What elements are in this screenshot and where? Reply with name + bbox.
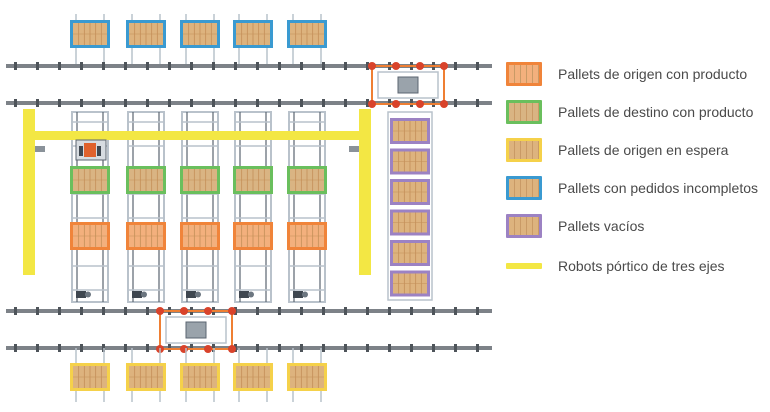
pallet-source-with-product [126, 222, 166, 250]
rack-column [234, 111, 272, 303]
empty-pallet-stack [387, 111, 433, 301]
transfer-carriage-top [368, 62, 448, 108]
pallet-source-waiting [233, 363, 273, 391]
pallet-source-with-product [70, 222, 110, 250]
pallet-destination-with-product [233, 166, 273, 194]
legend-item-source-with-product: Pallets de origen con producto [506, 60, 747, 88]
legend-label: Pallets de origen en espera [558, 142, 729, 158]
pallet-source-with-product [287, 222, 327, 250]
rack-motor [186, 291, 201, 298]
pallet-source-waiting [70, 363, 110, 391]
legend-pallet-swatch [506, 62, 542, 86]
legend-item-incomplete-orders: Pallets con pedidos incompletos [506, 174, 758, 202]
pallet-source-with-product [233, 222, 273, 250]
rail-track [6, 344, 492, 352]
legend-pallet-swatch [506, 100, 542, 124]
gantry-picking-head [75, 139, 107, 161]
legend-label: Pallets vacíos [558, 218, 645, 234]
rail-track [6, 307, 492, 315]
rack-column [288, 111, 326, 303]
legend-item-source-waiting: Pallets de origen en espera [506, 136, 728, 164]
legend-item-empty: Pallets vacíos [506, 212, 644, 240]
legend-pallet-swatch [506, 176, 542, 200]
pallet-empty [390, 270, 430, 297]
pallet-empty [390, 179, 430, 205]
pallet-incomplete-orders [233, 20, 273, 48]
rack-motor [293, 291, 308, 298]
pallet-destination-with-product [70, 166, 110, 194]
legend-label: Pallets de destino con producto [558, 104, 754, 120]
gantry-robot [23, 109, 371, 275]
pallet-empty [390, 209, 430, 236]
legend-label: Pallets de origen con producto [558, 66, 748, 82]
pallet-empty [390, 240, 430, 266]
legend-pallet-swatch [506, 138, 542, 162]
pallet-incomplete-orders [70, 20, 110, 48]
pallet-incomplete-orders [126, 20, 166, 48]
pallet-source-waiting [287, 363, 327, 391]
rack-motor [76, 291, 91, 298]
pallet-incomplete-orders [287, 20, 327, 48]
legend-item-dest-with-product: Pallets de destino con producto [506, 98, 753, 126]
pallet-source-waiting [126, 363, 166, 391]
pallet-source-with-product [180, 222, 220, 250]
pallet-incomplete-orders [180, 20, 220, 48]
rack-column [181, 111, 219, 303]
rack-motor [132, 291, 147, 298]
rack-column [127, 111, 165, 303]
pallet-destination-with-product [287, 166, 327, 194]
pallet-destination-with-product [180, 166, 220, 194]
legend-label: Robots pórtico de tres ejes [558, 258, 725, 274]
legend-line-swatch [506, 263, 542, 269]
rack-motor [239, 291, 254, 298]
pallet-destination-with-product [126, 166, 166, 194]
legend-label: Pallets con pedidos incompletos [558, 180, 759, 196]
pallet-source-waiting [180, 363, 220, 391]
legend-pallet-swatch [506, 214, 542, 238]
legend-item-gantry-robots: Robots pórtico de tres ejes [506, 252, 725, 280]
pallet-empty [390, 148, 430, 175]
pallet-empty [390, 118, 430, 144]
